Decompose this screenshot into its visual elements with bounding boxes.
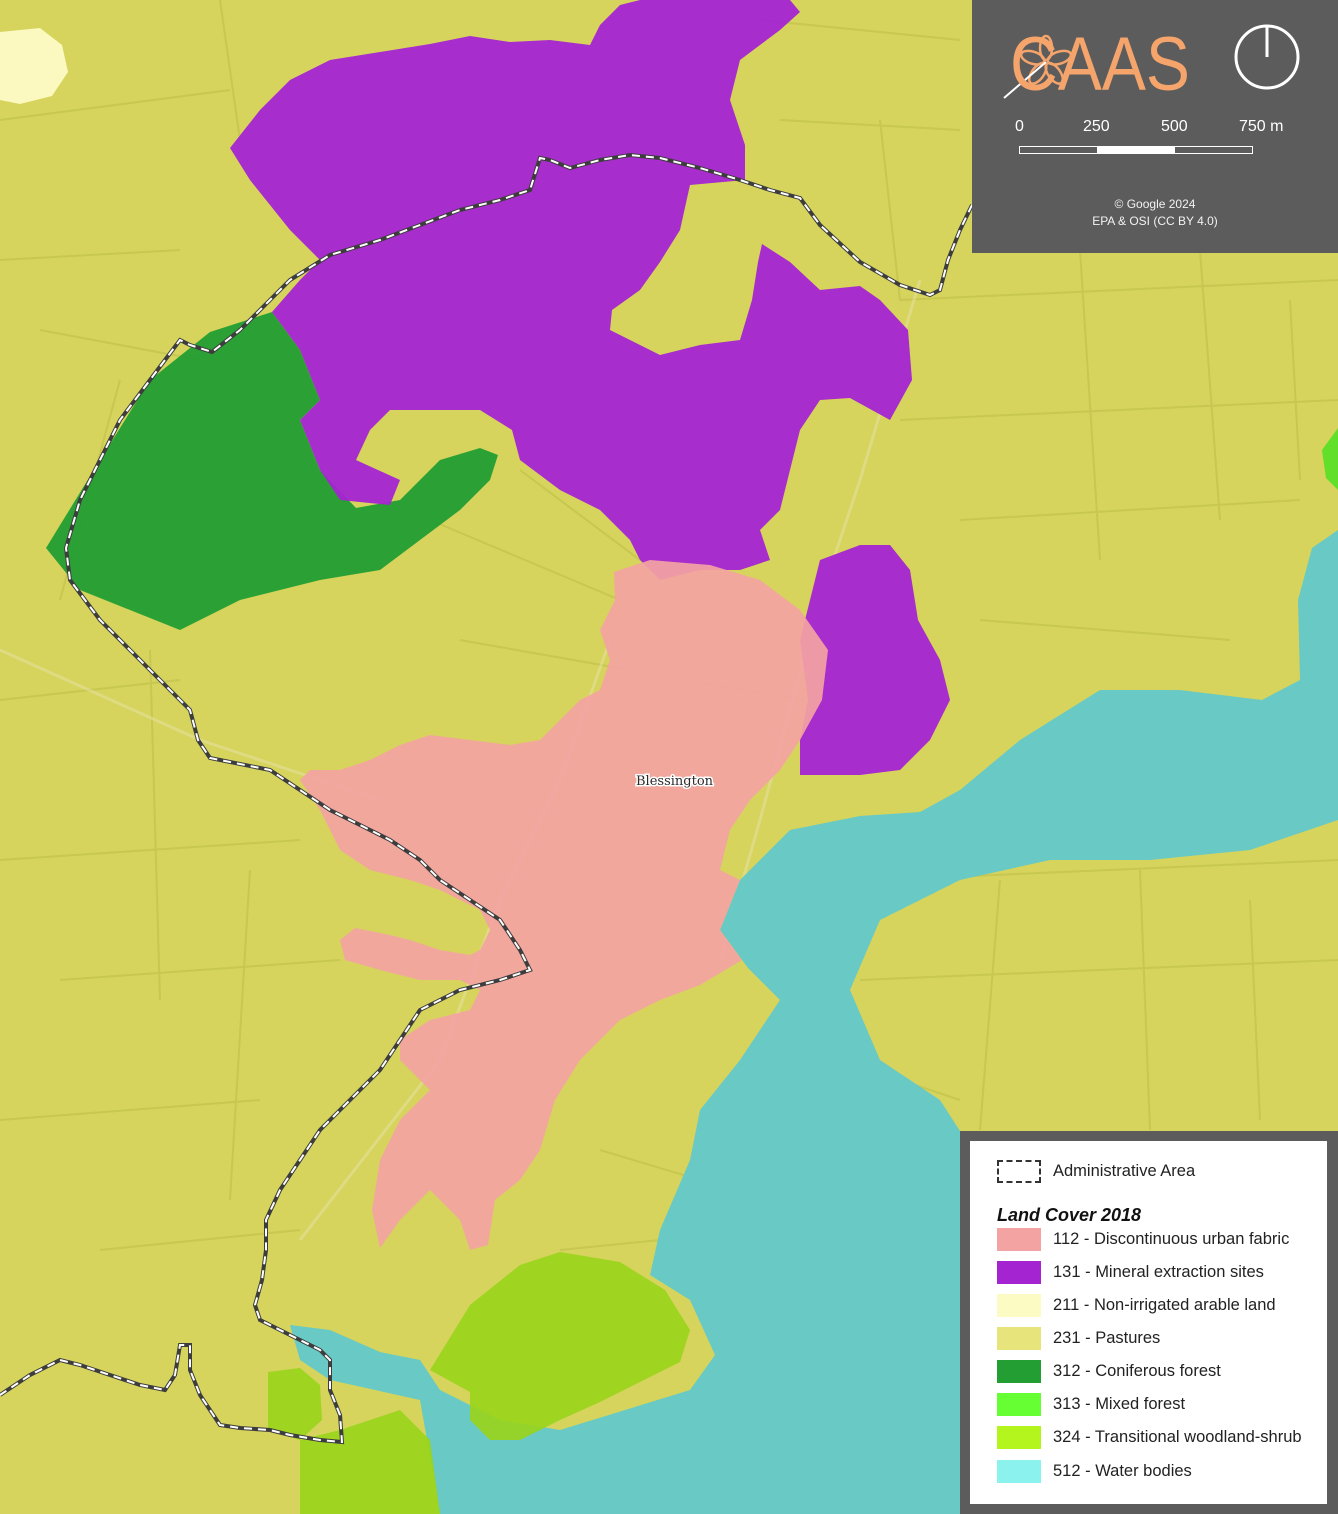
legend-swatch-312 [997, 1360, 1041, 1383]
legend-admin-area: Administrative Area [997, 1159, 1195, 1184]
legend-item-231: 231 - Pastures [997, 1326, 1160, 1351]
caas-logo: CAAS [1003, 22, 1190, 106]
scale-bar [1019, 146, 1253, 154]
water-bodies-area [290, 530, 1338, 1514]
place-label-blessington: Blessington [636, 774, 714, 789]
woodland-shrub-areas [268, 1252, 690, 1514]
legend-label-313: 313 - Mixed forest [1053, 1395, 1186, 1413]
legend-label-211: 211 - Non-irrigated arable land [1053, 1296, 1276, 1314]
administrative-boundary [0, 152, 974, 1445]
legend-title: Land Cover 2018 [997, 1205, 1142, 1225]
map-credits: © Google 2024 EPA & OSI (CC BY 4.0) [972, 196, 1338, 230]
legend-item-112: 112 - Discontinuous urban fabric [997, 1227, 1289, 1252]
legend-swatch-231 [997, 1327, 1041, 1350]
legend-admin-label: Administrative Area [1053, 1162, 1196, 1180]
legend-box: Administrative Area Land Cover 2018 112 … [970, 1141, 1327, 1504]
legend-label-312: 312 - Coniferous forest [1053, 1362, 1221, 1380]
arable-land-area [0, 28, 68, 104]
legend-label-231: 231 - Pastures [1053, 1329, 1161, 1347]
admin-area-swatch [997, 1160, 1041, 1183]
legend-item-324: 324 - Transitional woodland-shrub [997, 1425, 1302, 1450]
logo-text: CAAS [1010, 22, 1190, 106]
legend-item-313: 313 - Mixed forest [997, 1392, 1185, 1417]
legend-item-312: 312 - Coniferous forest [997, 1359, 1221, 1384]
urban-fabric-area [300, 560, 828, 1250]
scale-tick-750: 750 m [1239, 118, 1284, 135]
scale-labels: 0 250 500 750 m [1004, 118, 1284, 138]
legend-swatch-211 [997, 1294, 1041, 1317]
legend-label-131: 131 - Mineral extraction sites [1053, 1263, 1264, 1281]
legend-item-512: 512 - Water bodies [997, 1459, 1192, 1484]
coniferous-forest-area [46, 312, 498, 630]
flower-icon [1003, 34, 1073, 99]
legend-swatch-112 [997, 1228, 1041, 1251]
scale-tick-0: 0 [1015, 118, 1024, 135]
info-panel [972, 0, 1338, 253]
legend-label-324: 324 - Transitional woodland-shrub [1053, 1428, 1302, 1446]
legend-panel: Administrative Area Land Cover 2018 112 … [960, 1131, 1338, 1514]
legend-swatch-131 [997, 1261, 1041, 1284]
legend-label-112: 112 - Discontinuous urban fabric [1053, 1230, 1290, 1248]
credit-google: © Google 2024 [1114, 197, 1196, 211]
north-arrow-icon [1234, 24, 1300, 90]
scale-tick-250: 250 [1083, 118, 1110, 135]
scale-tick-500: 500 [1161, 118, 1188, 135]
legend-swatch-512 [997, 1460, 1041, 1483]
mixed-forest-area [1322, 428, 1338, 490]
legend-swatch-324 [997, 1426, 1041, 1449]
legend-item-131: 131 - Mineral extraction sites [997, 1260, 1264, 1285]
legend-label-512: 512 - Water bodies [1053, 1462, 1192, 1480]
credit-epa-osi: EPA & OSI (CC BY 4.0) [1092, 214, 1218, 228]
mineral-extraction-areas [230, 0, 950, 775]
legend-swatch-313 [997, 1393, 1041, 1416]
legend-item-211: 211 - Non-irrigated arable land [997, 1293, 1276, 1318]
